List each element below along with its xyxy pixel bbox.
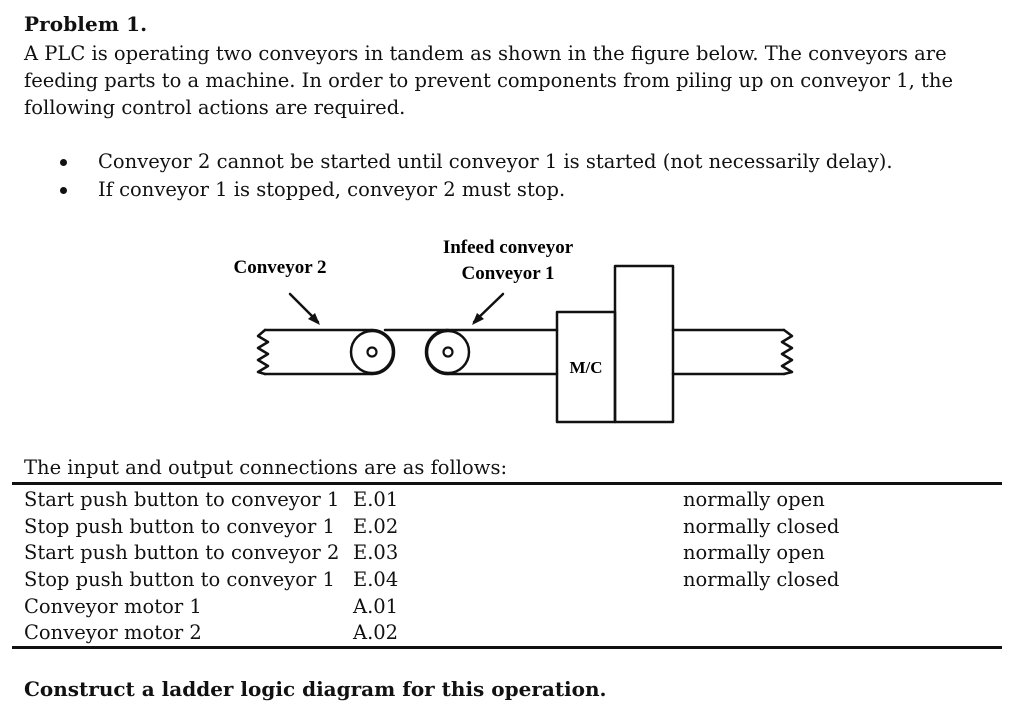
belt-break-icon: [256, 328, 270, 376]
io-address: A.02: [353, 621, 399, 645]
io-contact-type: normally closed: [683, 514, 840, 538]
io-name: Stop push button to conveyor 1: [24, 568, 335, 592]
io-contact-type: normally open: [683, 541, 825, 565]
task-instruction: Construct a ladder logic diagram for thi…: [24, 677, 607, 701]
io-name: Stop push button to conveyor 1: [24, 514, 335, 538]
io-contact-type: [683, 593, 983, 620]
io-table-caption: The input and output connections are as …: [24, 456, 508, 479]
io-address: E.01: [353, 488, 399, 512]
arrowhead-icon: [472, 313, 484, 325]
conveyor-2-label: Conveyor 2: [233, 257, 326, 278]
conveyor-1-label: Conveyor 1: [461, 263, 554, 284]
conveyor-diagram: Conveyor 2 Infeed conveyor Conveyor 1 M/…: [233, 237, 794, 424]
belt-break-icon: [780, 328, 794, 376]
problem-title: Problem 1.: [24, 12, 148, 36]
io-contact-type: normally closed: [683, 568, 840, 592]
table-row: Start push button to conveyor 1 E.01 nor…: [24, 487, 983, 514]
io-connection-table: Start push button to conveyor 1 E.01 nor…: [24, 487, 983, 647]
table-bottom-rule: [12, 646, 1002, 649]
problem-intro: A PLC is operating two conveyors in tand…: [24, 42, 953, 119]
table-row: Stop push button to conveyor 1 E.02 norm…: [24, 514, 983, 541]
infeed-conveyor-label: Infeed conveyor: [443, 237, 574, 258]
io-address: E.03: [353, 541, 399, 565]
io-address: E.02: [353, 514, 399, 538]
table-row: Stop push button to conveyor 1 E.04 norm…: [24, 567, 983, 594]
table-row: Conveyor motor 2 A.02: [24, 620, 983, 647]
table-row: Conveyor motor 1 A.01: [24, 593, 983, 620]
requirements-list: Conveyor 2 cannot be started until conve…: [56, 148, 893, 204]
arrowhead-icon: [308, 313, 320, 325]
io-name: Start push button to conveyor 2: [24, 541, 340, 565]
io-address: A.01: [353, 594, 399, 618]
table-row: Start push button to conveyor 2 E.03 nor…: [24, 540, 983, 567]
conveyor-1-roller-icon: [425, 329, 471, 375]
io-name: Conveyor motor 1: [24, 594, 202, 618]
table-top-rule: [12, 482, 1002, 485]
io-name: Conveyor motor 2: [24, 621, 202, 645]
io-contact-type: [683, 620, 983, 647]
machine-tower: [613, 264, 675, 424]
requirement-item: Conveyor 2 cannot be started until conve…: [56, 148, 893, 176]
io-name: Start push button to conveyor 1: [24, 488, 340, 512]
io-address: E.04: [353, 568, 399, 592]
io-contact-type: normally open: [683, 488, 825, 512]
conveyor-1-belt: [383, 328, 559, 376]
conveyor-2-roller-icon: [349, 329, 395, 375]
outfeed-belt: [671, 328, 794, 376]
conveyor-2-belt: [256, 328, 396, 376]
machine-label: M/C: [569, 358, 602, 377]
requirement-item: If conveyor 1 is stopped, conveyor 2 mus…: [56, 176, 893, 204]
